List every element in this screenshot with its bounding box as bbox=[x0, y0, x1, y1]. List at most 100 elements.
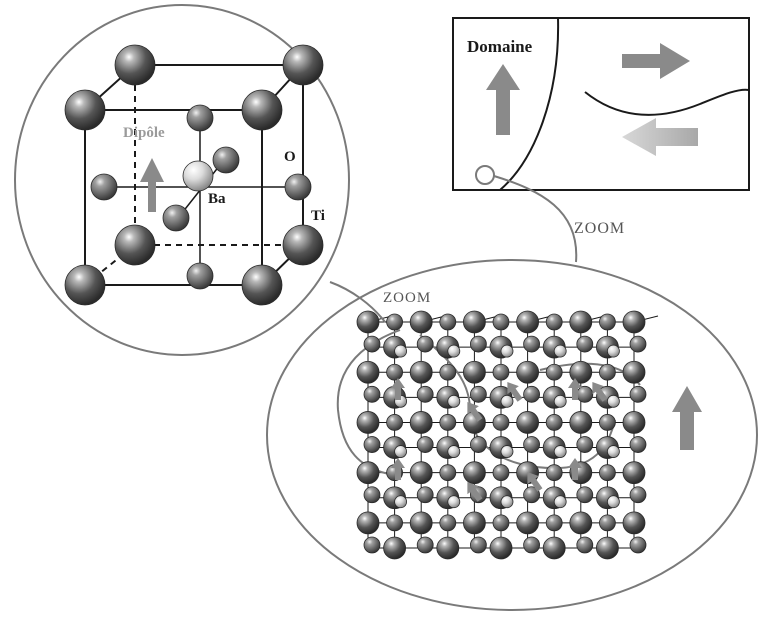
ti-atom bbox=[462, 461, 486, 485]
o-atom bbox=[492, 514, 510, 532]
ba-atom bbox=[447, 394, 461, 408]
o-atom bbox=[576, 335, 594, 353]
zoom-label-left: ZOOM bbox=[383, 290, 431, 306]
o-atom bbox=[492, 464, 510, 482]
ba-atom bbox=[607, 495, 620, 509]
o-atom bbox=[439, 464, 457, 482]
ti-atom bbox=[622, 511, 646, 535]
ti-atom bbox=[241, 89, 283, 131]
ti-atom bbox=[622, 461, 646, 485]
o-atom bbox=[599, 363, 616, 381]
o-atom bbox=[523, 335, 540, 353]
diagonal-arrow-icon bbox=[527, 471, 543, 492]
ti-atom bbox=[409, 310, 433, 334]
ti-atom bbox=[356, 511, 380, 535]
ti-atom bbox=[516, 360, 539, 384]
o-atom bbox=[469, 335, 487, 353]
up-arrow-icon bbox=[486, 64, 520, 135]
right-arrow-icon bbox=[622, 43, 690, 79]
o-atom bbox=[629, 486, 647, 504]
o-atom bbox=[469, 536, 487, 554]
ti-atom bbox=[622, 360, 646, 384]
o-atom bbox=[576, 385, 594, 403]
diagonal-arrow-icon bbox=[592, 381, 608, 402]
o-atom bbox=[599, 464, 616, 482]
arrow-shape bbox=[507, 381, 523, 402]
o-atom bbox=[363, 335, 381, 353]
ba-atom bbox=[500, 495, 514, 509]
up-arrow-icon bbox=[568, 458, 582, 480]
o-label: O bbox=[284, 149, 296, 165]
o-atom bbox=[469, 385, 487, 403]
ti-atom bbox=[622, 310, 646, 334]
ti-atom bbox=[436, 536, 460, 560]
ti-atom bbox=[356, 310, 380, 334]
ti-atom bbox=[569, 511, 593, 535]
ti-atom bbox=[409, 411, 433, 434]
ti-atom bbox=[356, 461, 380, 485]
ti-atom bbox=[569, 310, 593, 334]
o-atom bbox=[386, 363, 404, 381]
o-atom bbox=[416, 436, 434, 453]
ba-atom bbox=[500, 394, 514, 408]
ti-atom bbox=[516, 511, 539, 535]
ti-atom bbox=[622, 411, 646, 434]
o-atom bbox=[416, 335, 434, 353]
ti-atom bbox=[569, 411, 593, 434]
ti-atom bbox=[489, 536, 513, 560]
o-atom bbox=[386, 313, 404, 331]
o-atom bbox=[492, 414, 510, 431]
ti-atom bbox=[596, 536, 619, 560]
o-atom bbox=[492, 363, 510, 381]
ti-atom bbox=[114, 44, 156, 86]
ba-atom bbox=[182, 160, 214, 192]
ba-atom bbox=[394, 495, 408, 509]
o-atom bbox=[363, 536, 381, 554]
o-atom bbox=[523, 436, 540, 453]
o-atom bbox=[386, 414, 404, 431]
o-atom bbox=[416, 385, 434, 403]
o-atom bbox=[576, 486, 594, 504]
ba-atom bbox=[500, 344, 514, 358]
ba-atom bbox=[447, 344, 461, 358]
o-atom bbox=[212, 146, 240, 174]
ti-atom bbox=[462, 511, 486, 535]
o-atom bbox=[439, 414, 457, 431]
ti-atom bbox=[516, 411, 539, 434]
ti-atom bbox=[282, 44, 324, 86]
ti-atom bbox=[462, 360, 486, 384]
o-atom bbox=[545, 363, 563, 381]
zoom-label-top: ZOOM bbox=[574, 220, 625, 237]
ba-atom bbox=[607, 344, 620, 358]
o-atom bbox=[284, 173, 312, 201]
o-atom bbox=[599, 514, 616, 532]
o-atom bbox=[545, 464, 563, 482]
o-atom bbox=[363, 385, 381, 403]
ba-atom bbox=[500, 445, 514, 458]
up-arrow-icon bbox=[672, 386, 702, 450]
diagonal-arrow-icon bbox=[467, 481, 483, 502]
up-arrow-icon bbox=[391, 378, 405, 400]
domain-label: Domaine bbox=[467, 37, 533, 56]
ti-atom bbox=[409, 360, 433, 384]
ba-atom bbox=[553, 344, 567, 358]
diagonal-arrow-icon bbox=[467, 401, 483, 422]
ba-atom bbox=[607, 394, 620, 408]
arrow-shape bbox=[527, 471, 543, 492]
o-atom bbox=[629, 536, 647, 554]
ti-atom bbox=[356, 360, 380, 384]
dipole-label: Dipôle bbox=[123, 125, 165, 141]
domain-wall-left bbox=[499, 17, 560, 191]
ba-atom bbox=[394, 445, 408, 458]
o-atom bbox=[629, 436, 647, 453]
o-atom bbox=[186, 104, 214, 132]
ba-atom bbox=[447, 495, 461, 509]
o-atom bbox=[545, 313, 563, 331]
ti-atom bbox=[542, 536, 566, 560]
o-atom bbox=[523, 486, 540, 504]
ti-atom bbox=[409, 511, 433, 535]
zoom-connector-left bbox=[329, 281, 386, 323]
zoom-connector-top bbox=[493, 175, 578, 263]
diagonal-arrow-icon bbox=[507, 381, 523, 402]
